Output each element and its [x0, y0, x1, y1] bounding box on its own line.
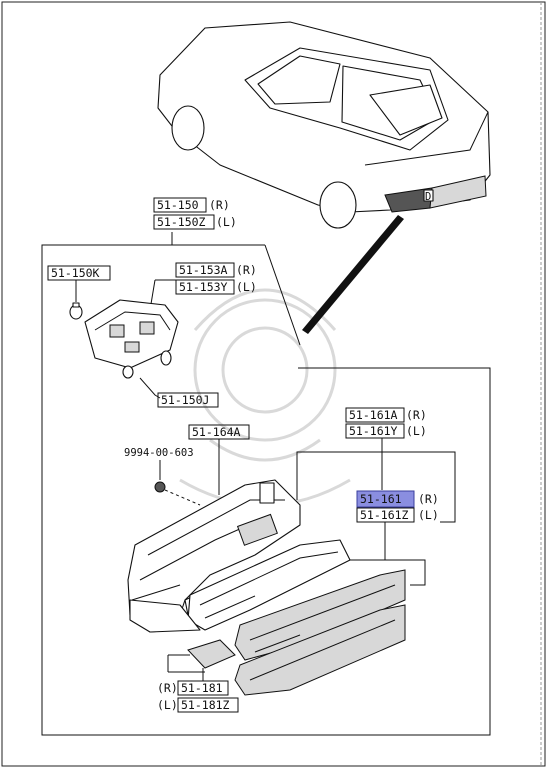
lens-l-side: (L) — [418, 508, 439, 522]
callout-socket: 51-153A (R) 51-153Y (L) — [149, 262, 257, 311]
socket-l-number: 51-153Y — [179, 280, 228, 294]
socket-harness — [84, 299, 179, 399]
lens-highlight[interactable] — [356, 490, 415, 508]
callout-nut: 9994-00-603 — [124, 447, 201, 506]
car-illustration: D — [157, 21, 491, 334]
lamp-assy-r-side: (R) — [209, 198, 230, 212]
nut-number: 9994-00-603 — [124, 447, 194, 459]
gasket-r-number: 51-181 — [181, 681, 223, 695]
wire-number: 51-150J — [161, 393, 209, 407]
lamp-assy-l-side: (L) — [216, 215, 237, 229]
callout-lens: 51-161 (R) 51-161Z (L) — [330, 490, 439, 586]
gasket-r-side: (R) — [157, 681, 178, 695]
lens-r-number: 51-161 — [360, 492, 402, 506]
callout-lens-set: 51-161A (R) 51-161Y (L) — [296, 407, 456, 523]
callout-wire: 51-150J — [157, 392, 219, 408]
lens-l-number: 51-161Z — [360, 508, 409, 522]
gasket-part — [167, 639, 236, 673]
watermark-emblem — [179, 288, 351, 507]
gasket-l-number: 51-181Z — [181, 698, 230, 712]
lens-set-r-number: 51-161A — [349, 408, 398, 422]
callout-lamp-assy: 51-150 (R) 51-150Z (L) — [153, 197, 237, 230]
car-badge: D — [425, 191, 431, 203]
callout-gasket: (R) 51-181 (L) 51-181Z — [157, 668, 239, 713]
callout-body: 51-164A — [188, 424, 250, 495]
lamp-assy-l-number: 51-150Z — [157, 215, 206, 229]
bulb-number: 51-150K — [51, 266, 100, 280]
callout-bulb: 51-150K — [47, 265, 111, 320]
socket-r-side: (R) — [236, 263, 257, 277]
lens-parts — [129, 539, 406, 696]
gasket-l-side: (L) — [157, 698, 178, 712]
lens-set-r-side: (R) — [406, 408, 427, 422]
body-number: 51-164A — [192, 425, 241, 439]
lens-set-l-number: 51-161Y — [349, 424, 398, 438]
lens-set-l-side: (L) — [406, 424, 427, 438]
lamp-assy-r-number: 51-150 — [157, 198, 199, 212]
assembly-frame — [41, 244, 491, 736]
lens-r-side: (R) — [418, 492, 439, 506]
socket-r-number: 51-153A — [179, 263, 228, 277]
socket-l-side: (L) — [236, 280, 257, 294]
